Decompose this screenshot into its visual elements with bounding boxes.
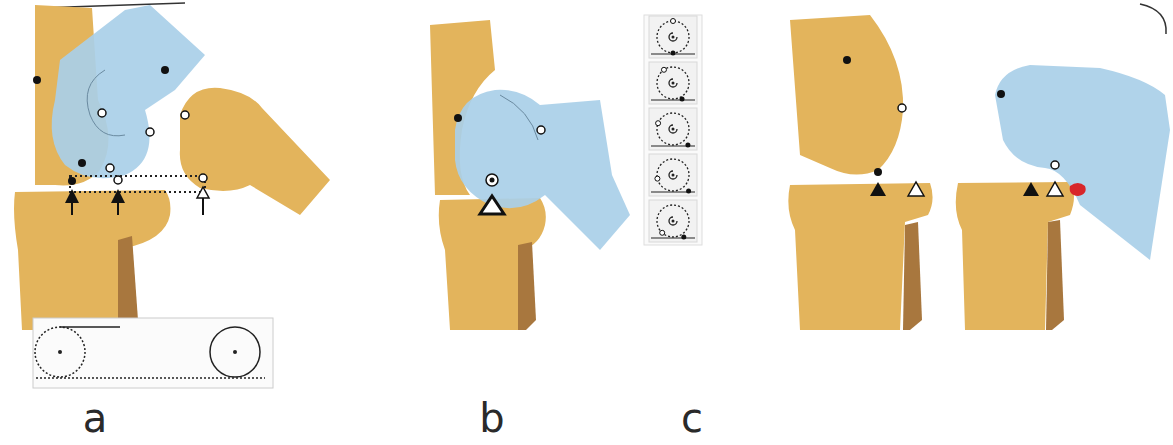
panel-a-figure [14, 5, 330, 388]
panel-label: a [83, 398, 108, 438]
panel-c-figure [788, 15, 1170, 330]
rolling-circle [649, 62, 697, 104]
rolling-circle [649, 16, 697, 58]
frame-line [1140, 4, 1166, 34]
panel-label-holder: a [83, 398, 108, 438]
rolling-circle [649, 108, 697, 150]
panel-label-holder: c [681, 398, 703, 438]
panel-label: c [681, 398, 703, 438]
rolling-circle [649, 154, 697, 196]
panel-label-holder: b [479, 398, 504, 438]
panel-b-figure [430, 15, 702, 330]
panel-label: b [479, 398, 504, 438]
rolling-circle [649, 200, 697, 242]
